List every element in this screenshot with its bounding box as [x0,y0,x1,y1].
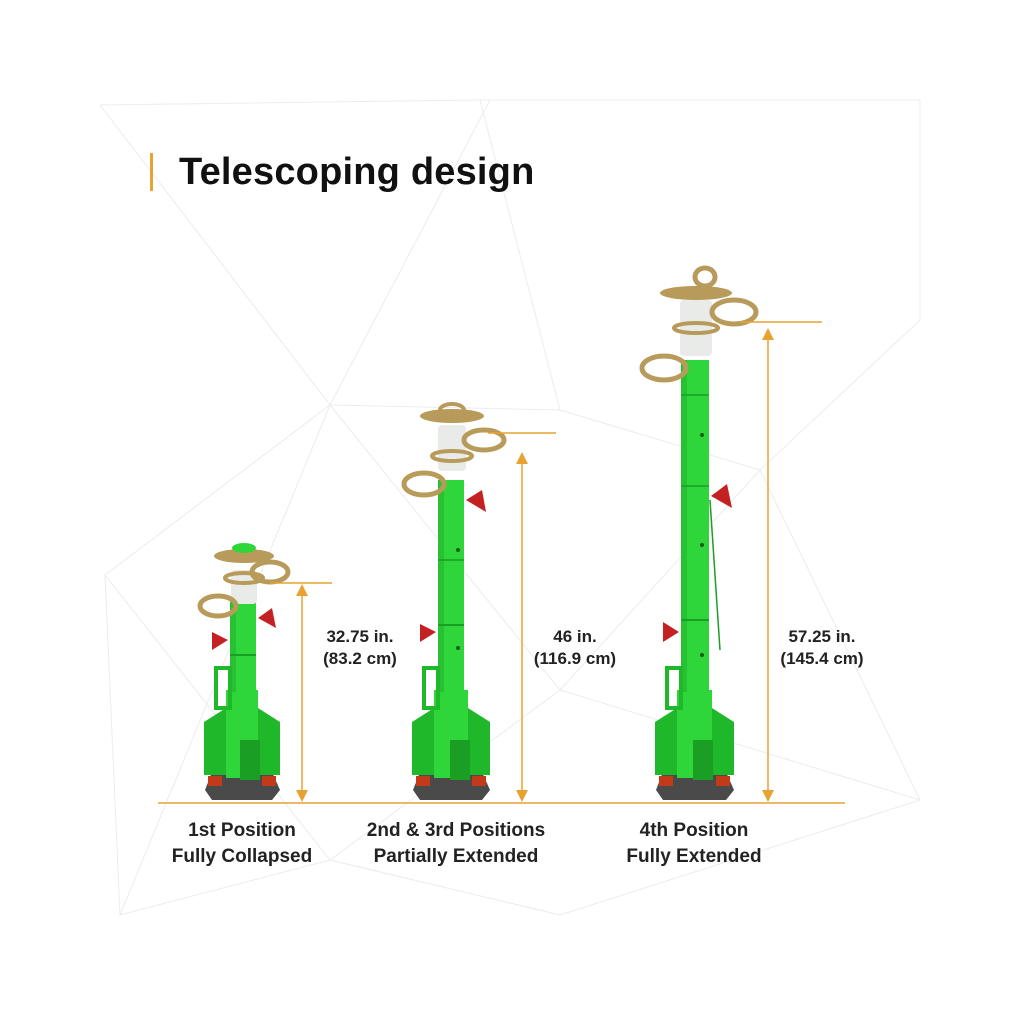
caption-collapsed: 1st Position Fully Collapsed [122,818,362,870]
post-sleeve [438,425,466,471]
measurement-fully-extended: 57.25 in. (145.4 cm) [762,626,882,670]
post-base [656,772,734,800]
measurement-cm: (83.2 cm) [323,649,397,668]
caption-line1: 4th Position [639,820,749,841]
lock-knob [711,484,732,508]
anchor-ring [639,353,689,383]
page-title: Telescoping design [179,150,535,193]
measurement-inches: 32.75 in. [326,627,394,646]
caption-line1: 2nd & 3rd Positions [366,820,546,841]
anchor-ring [249,559,291,585]
measurement-cm: (116.9 cm) [533,649,617,668]
caption-partially-extended: 2nd & 3rd Positions Partially Extended [336,818,576,870]
anchor-ring [461,427,507,453]
post-collapsed [197,543,291,800]
post-sleeve [231,570,257,604]
lock-knob [258,608,276,628]
measurement-inches: 46 in. [553,627,597,646]
measurement-collapsed: 32.75 in. (83.2 cm) [300,626,420,670]
dimension-fully-extended [740,321,822,802]
post-sleeve [680,300,712,356]
post-base [413,772,490,800]
lock-knob [663,622,679,642]
measurement-cm: (145.4 cm) [780,649,864,668]
post-partially-extended [401,402,507,800]
caption-line2: Fully Collapsed [171,846,313,867]
caption-line2: Partially Extended [373,846,539,867]
post-base [205,772,280,800]
caption-fully-extended: 4th Position Fully Extended [574,818,814,870]
dimension-collapsed [270,582,332,802]
anchor-ring [197,593,239,619]
caption-line2: Fully Extended [626,846,762,867]
lock-knob [420,624,436,642]
lock-knob [466,490,486,512]
anchor-ring [709,297,759,327]
measurement-inches: 57.25 in. [788,627,856,646]
caption-line1: 1st Position [188,820,296,841]
lock-knob [212,632,228,650]
anchor-ring [401,470,447,498]
title-block: Telescoping design [150,150,535,194]
title-accent-bar [150,153,153,191]
post-fully-extended [639,265,759,800]
measurement-partially-extended: 46 in. (116.9 cm) [515,626,635,670]
dimension-partially-extended [488,432,556,802]
